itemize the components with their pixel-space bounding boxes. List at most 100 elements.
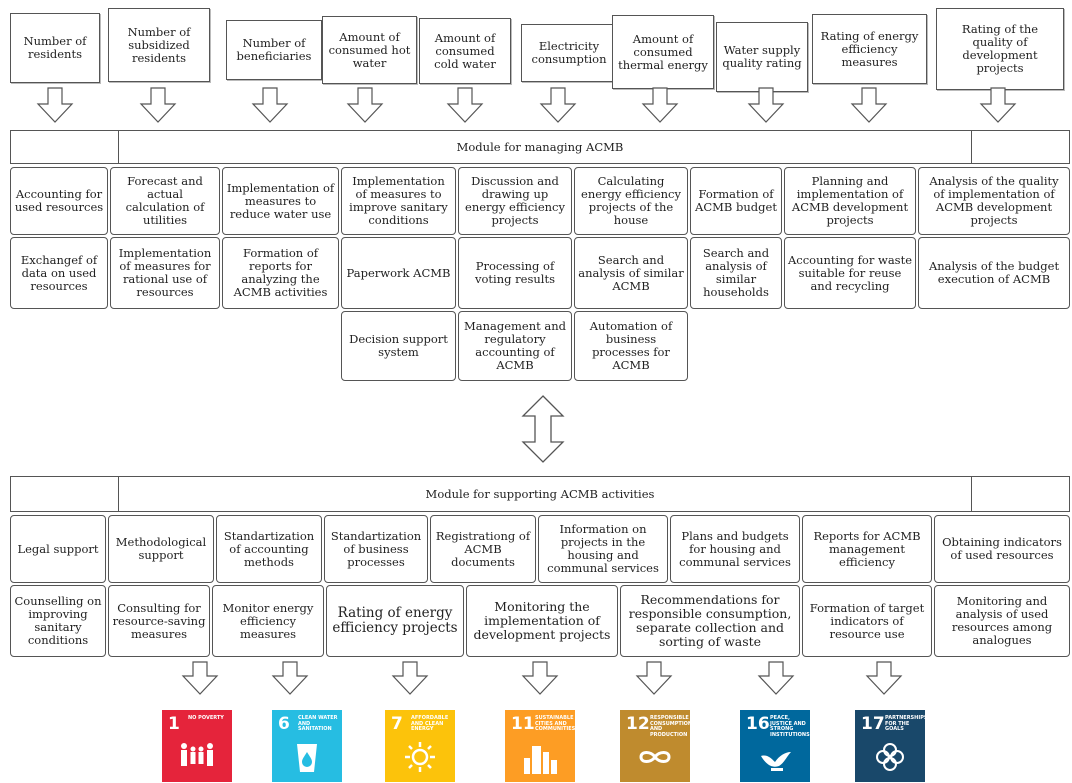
support-box: Reports for ACMB management efficiency	[802, 515, 932, 583]
mgmt-box: Forecast and actual calculation of utili…	[110, 167, 220, 235]
support-box: Methodological support	[108, 515, 214, 583]
mgmt-box: Discussion and drawing up energy efficie…	[458, 167, 572, 235]
support-box: Plans and budgets for housing and commun…	[670, 515, 800, 583]
support-box: Formation of target indicators of resour…	[802, 585, 932, 657]
sdg-number: 6	[278, 714, 290, 734]
mgmt-box: Implementation of measures to reduce wat…	[222, 167, 339, 235]
down-arrow-icon	[181, 661, 219, 695]
support-box: Counselling on improving sanitary condit…	[10, 585, 106, 657]
mgmt-box: Paperwork ACMB	[341, 237, 456, 309]
down-arrow-icon	[446, 87, 484, 123]
mgmt-box: Accounting for used resources	[10, 167, 108, 235]
input-number-of-residents: Number of residents	[10, 13, 100, 83]
city-icon	[524, 746, 557, 774]
input-thermal-energy: Amount of consumed thermal energy	[612, 15, 714, 89]
mgmt-box: Processing of voting results	[458, 237, 572, 309]
input-number-of-subsidized-residents: Number of subsidized residents	[108, 8, 210, 82]
input-arrows	[36, 87, 1017, 123]
down-arrow-icon	[521, 661, 559, 695]
mgmt-box: Planning and implementation of ACMB deve…	[784, 167, 916, 235]
support-box: Information on projects in the housing a…	[538, 515, 668, 583]
bidirectional-arrow-icon	[521, 395, 565, 463]
down-arrow-icon	[539, 87, 577, 123]
mgmt-box: Implementation of measures to improve sa…	[341, 167, 456, 235]
family-icon	[181, 743, 213, 766]
support-box: Rating of energy efficiency projects	[326, 585, 464, 657]
input-energy-efficiency-rating: Rating of energy efficiency measures	[812, 14, 927, 84]
management-module-header: Module for managing ACMB	[10, 130, 1070, 164]
sdg-11-tile: 11 Sustainable cities and communities	[505, 710, 575, 782]
sdg-label: Peace, justice and strong institutions	[770, 715, 810, 738]
sdg-7-tile: 7 Affordable and clean energy	[385, 710, 455, 782]
water-glass-icon	[297, 744, 317, 772]
sdg-number: 17	[861, 714, 885, 734]
sdg-label: Sustainable cities and communities	[535, 715, 575, 732]
sdg-label: Responsible consumption and production	[650, 715, 690, 738]
sdg-6-tile: 6 Clean water and sanitation	[272, 710, 342, 782]
mgmt-box: Formation of reports for analyzing the A…	[222, 237, 339, 309]
mgmt-box: Search and analysis of similar ACMB	[574, 237, 688, 309]
down-arrow-icon	[36, 87, 74, 123]
mgmt-box: Automation of business processes for ACM…	[574, 311, 688, 381]
mgmt-box: Search and analysis of similar household…	[690, 237, 782, 309]
sdg-arrows	[181, 661, 903, 695]
support-module-header: Module for supporting ACMB activities	[10, 476, 1070, 512]
down-arrow-icon	[757, 661, 795, 695]
support-box: Monitoring and analysis of used resource…	[934, 585, 1070, 657]
sdg-17-tile: 17 Partnerships for the goals	[855, 710, 925, 782]
support-box: Monitor energy efficiency measures	[212, 585, 324, 657]
support-box: Consulting for resource-saving measures	[108, 585, 210, 657]
sdg-1-tile: 1 No poverty	[162, 710, 232, 782]
support-box: Standartization of business processes	[324, 515, 428, 583]
support-box: Monitoring the implementation of develop…	[466, 585, 618, 657]
input-water-supply-rating: Water supply quality rating	[716, 22, 808, 92]
down-arrow-icon	[391, 661, 429, 695]
down-arrow-icon	[747, 87, 785, 123]
input-electricity: Electricity consumption	[521, 24, 617, 82]
mgmt-box: Exchangef of data on used resources	[10, 237, 108, 309]
sun-icon	[405, 742, 435, 772]
sdg-number: 11	[511, 714, 535, 734]
input-cold-water: Amount of consumed cold water	[419, 18, 511, 84]
mgmt-box: Management and regulatory accounting of …	[458, 311, 572, 381]
dove-icon	[761, 752, 791, 771]
input-hot-water: Amount of consumed hot water	[322, 16, 417, 84]
input-number-of-beneficiaries: Number of beneficiaries	[226, 20, 322, 80]
mgmt-box: Formation of ACMB budget	[690, 167, 782, 235]
support-box: Obtaining indicators of used resources	[934, 515, 1070, 583]
down-arrow-icon	[346, 87, 384, 123]
sdg-label: No poverty	[188, 715, 224, 721]
sdg-label: Affordable and clean energy	[411, 715, 449, 732]
sdg-12-tile: 12 Responsible consumption and productio…	[620, 710, 690, 782]
support-box: Registrationg of ACMB documents	[430, 515, 536, 583]
input-development-quality-rating: Rating of the quality of development pro…	[936, 8, 1064, 90]
mgmt-box: Analysis of the budget execution of ACMB	[918, 237, 1070, 309]
sdg-number: 12	[626, 714, 650, 734]
sdg-number: 1	[168, 714, 180, 734]
down-arrow-icon	[979, 87, 1017, 123]
down-arrow-icon	[850, 87, 888, 123]
infinity-icon	[639, 751, 671, 763]
down-arrow-icon	[635, 661, 673, 695]
sdg-label: Clean water and sanitation	[298, 715, 338, 732]
support-box: Legal support	[10, 515, 106, 583]
management-module-title: Module for managing ACMB	[456, 140, 624, 154]
sdg-label: Partnerships for the goals	[885, 715, 925, 732]
mgmt-box: Analysis of the quality of implementatio…	[918, 167, 1070, 235]
down-arrow-icon	[641, 87, 679, 123]
mgmt-box: Accounting for waste suitable for reuse …	[784, 237, 916, 309]
sdg-number: 16	[746, 714, 770, 734]
down-arrow-icon	[271, 661, 309, 695]
down-arrow-icon	[865, 661, 903, 695]
support-box: Recommendations for responsible consumpt…	[620, 585, 800, 657]
mgmt-box: Decision support system	[341, 311, 456, 381]
sdg-16-tile: 16 Peace, justice and strong institution…	[740, 710, 810, 782]
down-arrow-icon	[251, 87, 289, 123]
down-arrow-icon	[139, 87, 177, 123]
mgmt-box: Implementation of measures for rational …	[110, 237, 220, 309]
support-box: Standartization of accounting methods	[216, 515, 322, 583]
mgmt-box: Calculating energy efficiency projects o…	[574, 167, 688, 235]
sdg-number: 7	[391, 714, 403, 734]
flower-icon	[876, 743, 904, 771]
support-module-title: Module for supporting ACMB activities	[425, 487, 655, 501]
